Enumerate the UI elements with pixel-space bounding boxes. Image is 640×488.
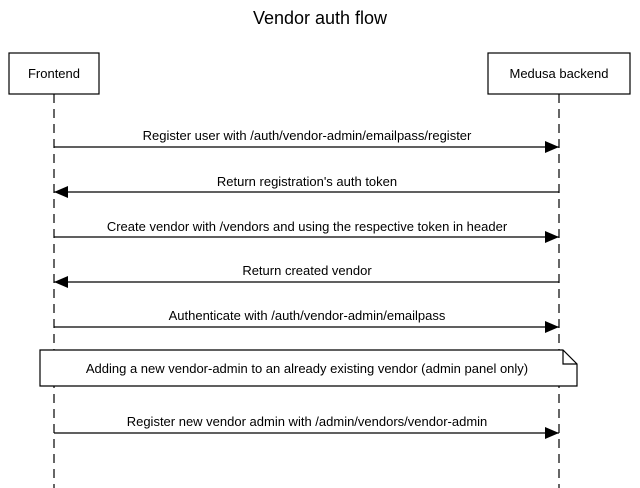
message-register-vendor-admin: Register new vendor admin with /admin/ve… — [54, 414, 559, 439]
diagram-title: Vendor auth flow — [253, 8, 388, 28]
message-label: Return created vendor — [242, 263, 372, 278]
participant-label: Medusa backend — [509, 66, 608, 81]
participant-box — [487, 52, 631, 95]
participant-label: Frontend — [28, 66, 80, 81]
note-text: Adding a new vendor-admin to an already … — [86, 361, 528, 376]
note-box — [39, 349, 578, 387]
message-label: Authenticate with /auth/vendor-admin/ema… — [169, 308, 446, 323]
message-return-created-vendor: Return created vendor — [54, 263, 559, 288]
message-authenticate: Authenticate with /auth/vendor-admin/ema… — [54, 308, 559, 333]
message-label: Return registration's auth token — [217, 174, 397, 189]
note-fold — [562, 350, 577, 365]
message-label: Register new vendor admin with /admin/ve… — [127, 414, 488, 429]
message-return-auth-token: Return registration's auth token — [54, 174, 559, 198]
participant-frontend: Frontend — [8, 52, 100, 95]
participant-backend: Medusa backend — [487, 52, 631, 95]
participant-box — [8, 52, 100, 95]
message-register-user: Register user with /auth/vendor-admin/em… — [54, 128, 559, 153]
note-admin-panel: Adding a new vendor-admin to an already … — [39, 349, 578, 387]
message-label: Create vendor with /vendors and using th… — [107, 219, 508, 234]
message-create-vendor: Create vendor with /vendors and using th… — [54, 219, 559, 243]
message-label: Register user with /auth/vendor-admin/em… — [143, 128, 472, 143]
